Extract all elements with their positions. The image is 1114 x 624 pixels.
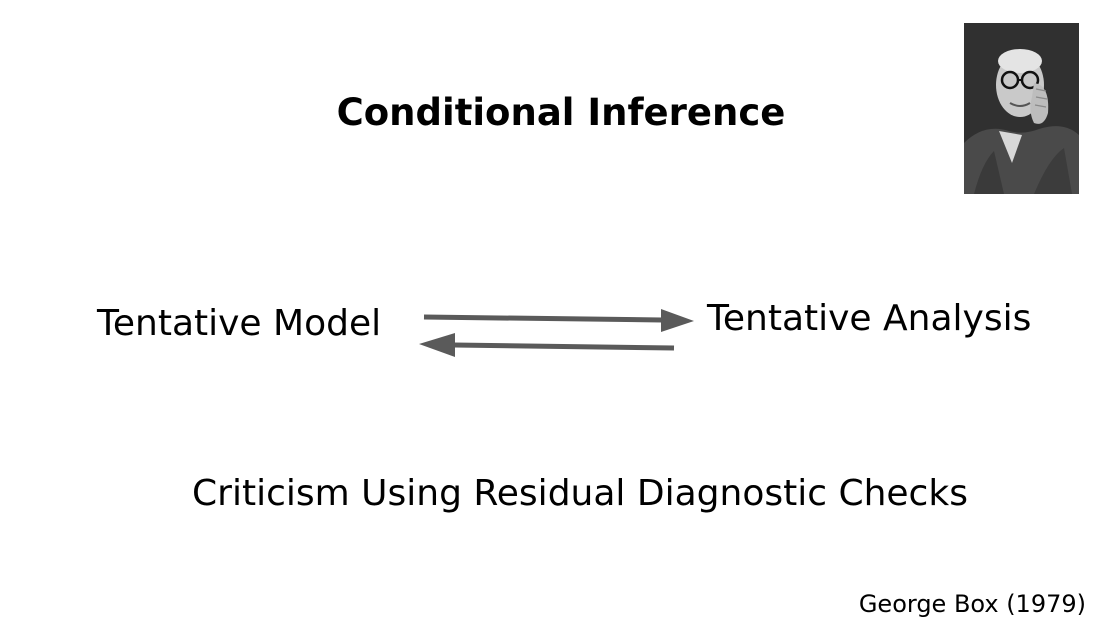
node-tentative-analysis: Tentative Analysis [707,298,1032,339]
portrait-photo [964,23,1079,194]
node-tentative-model: Tentative Model [97,303,382,344]
cycle-arrows [419,309,694,357]
slide-title: Conditional Inference [336,91,786,134]
arrow-right-shaft [423,314,663,323]
arrow-right-head [661,309,694,332]
arrow-left-shaft [453,342,675,351]
portrait-image [964,23,1079,194]
criticism-text: Criticism Using Residual Diagnostic Chec… [192,473,968,514]
attribution-credit: George Box (1979) [858,590,1086,618]
arrow-left-head [419,333,455,357]
